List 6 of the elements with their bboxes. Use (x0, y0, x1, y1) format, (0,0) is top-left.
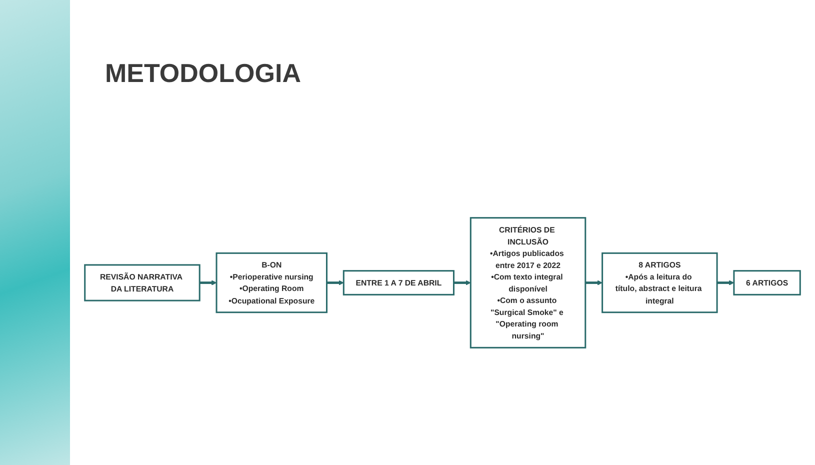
arrow (200, 280, 217, 286)
arrow (585, 280, 603, 286)
arrow (454, 280, 471, 286)
arrow (717, 280, 734, 286)
arrow (326, 280, 344, 286)
title: METODOLOGIA (105, 58, 301, 89)
